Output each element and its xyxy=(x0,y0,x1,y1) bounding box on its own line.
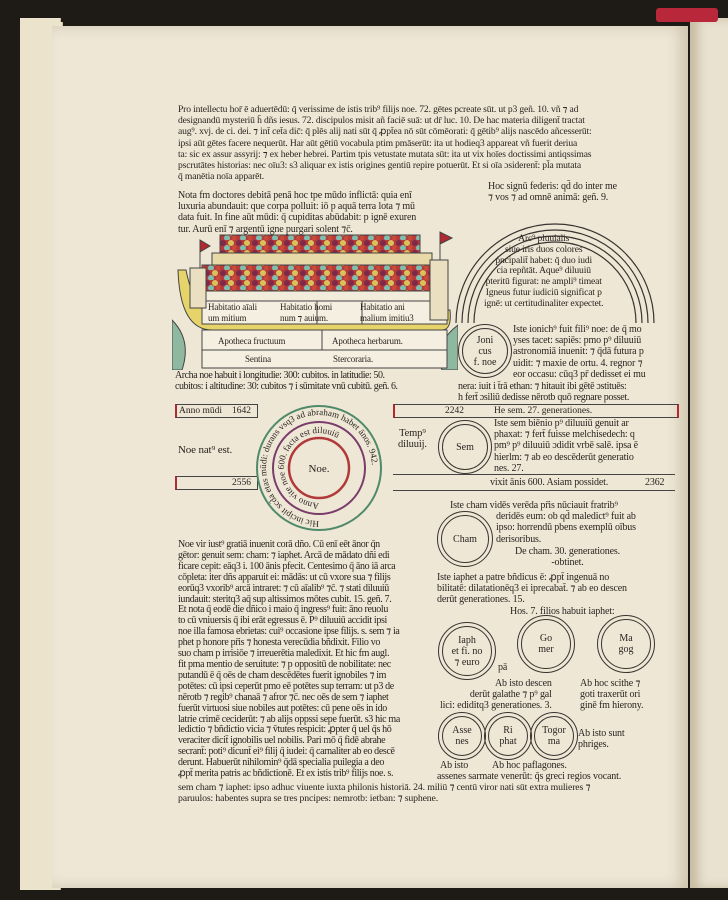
gomer-medallion: Go mer xyxy=(517,615,575,673)
riphat-medallion: Ri phat xyxy=(484,712,532,760)
cham-medallion: Cham xyxy=(437,511,493,567)
ark-dimensions-text: Archa noe habuit i longitudie: 300: cubi… xyxy=(175,370,398,393)
iaphet-text: Iste iaphet a patre bñdicus ē: ꝓpt̄ inge… xyxy=(437,572,627,606)
noahs-ark-illustration xyxy=(172,231,458,370)
noe-paragraph: Noe vir iust⁹ gratiā inuenit corā dño. C… xyxy=(178,539,400,780)
ark-store-herbs: Apotheca herbarum. xyxy=(332,336,403,346)
book-page xyxy=(52,26,688,888)
anno-mundi-box: Anno mūdi 1642 xyxy=(175,404,258,418)
bookmark-ribbon xyxy=(656,8,718,22)
magog-medallion: Ma gog xyxy=(597,615,655,673)
ark-room-humans: Habitatio homi num ⁊ auium. xyxy=(280,302,333,323)
ark-roof-lower xyxy=(201,264,443,292)
assenes-note-cont: assenes sarmate venerūt: q̄s greci regio… xyxy=(437,771,622,782)
riphat-note: Ab hoc paflagones. xyxy=(492,760,567,771)
nota-paragraph: Nota fm doctores debitā penā hoc tpe mūd… xyxy=(178,190,417,235)
second-age-medallion: Hic incipit scd̄a etas mūdi: durans vsq3… xyxy=(256,405,382,531)
ark-windows xyxy=(211,252,433,266)
anno-mundi-label: Anno mūdi xyxy=(179,406,223,416)
ark-tower-left xyxy=(189,267,207,309)
rainbow-arcs xyxy=(455,223,655,323)
gomer-note: Ab isto descen derūt galathe ⁊ p⁹ gal li… xyxy=(440,678,552,712)
intro-paragraph: Pro intellectu hor̄ ē aduertēdū: q̄ veri… xyxy=(178,104,592,183)
ark-roof-upper xyxy=(219,234,421,254)
jonicus-medallion: Joni cus f. noe xyxy=(458,324,512,378)
anno-mundi-year: 1642 xyxy=(232,406,251,416)
ark-room-animals: Habitatio aīali um mitium xyxy=(208,302,257,323)
jonicus-text: Iste ionich⁹ fuit fili⁹ noe: de q̄ mo ys… xyxy=(513,324,646,380)
iaphet-sons-heading: Hos. 7. filios habuit iaphet: xyxy=(510,606,615,617)
rainbow-text: Arc⁹ pluuialis siue iris duos colores ṗn… xyxy=(484,233,604,309)
sem-year: 2362 xyxy=(645,477,665,488)
cham-generations: De cham. 30. generationes. -obtinet. xyxy=(515,546,620,569)
divider xyxy=(393,490,675,491)
flag-left xyxy=(199,239,211,268)
magog-note: Ab hoc scithe ⁊ goti traxerūt ori ginē f… xyxy=(580,678,644,712)
year-box-left: 2556 xyxy=(175,476,258,490)
ark-store-fruit: Apotheca fructuum xyxy=(218,336,286,346)
noe-natus-label: Noe nat⁹ est. xyxy=(178,444,233,456)
ark-sentina: Sentina xyxy=(245,354,271,364)
ark-room-wild: Habitatio ani malium imitiu3 xyxy=(360,302,414,323)
flag-right xyxy=(439,231,454,260)
assenes-medallion: Asse nes xyxy=(438,712,486,760)
cham-text: Iste cham vidēs verēda pr̄is nūciauit fr… xyxy=(450,500,636,545)
medallion-center: Noe. xyxy=(308,463,329,475)
togorma-medallion: Togor ma xyxy=(530,712,578,760)
pa-label: pā xyxy=(498,662,508,673)
sem-medallion: Sem xyxy=(438,420,492,474)
tempus-diluvii: Temp⁹ diluuij. xyxy=(398,428,427,451)
iaphet-medallion: Iaph et fi. no ⁊ euro xyxy=(438,622,496,680)
assenes-note: Ab isto xyxy=(440,760,469,771)
sem-text: Iste sem biēnio p⁹ diluuiū genuit ar pha… xyxy=(494,418,638,474)
sem-vixit: vixit ānis 600. Asiam possidet. xyxy=(490,477,609,488)
ark-stercoraria: Stercoraria. xyxy=(333,354,373,364)
facing-page xyxy=(690,18,728,888)
hoc-signum-note: Hoc signū federis: qd̄ do inter me ⁊ vos… xyxy=(488,181,617,204)
ark-tower-right xyxy=(429,259,449,321)
jonicus-text-cont: nera: iuit i t̄rā ethan: ⁊ hitauit ibi g… xyxy=(458,381,630,404)
divider xyxy=(393,474,675,475)
togorma-note: Ab isto sunt phriges. xyxy=(578,728,625,751)
closing-paragraph: sem cham ⁊ iaphet: ipso adhuc viuente iu… xyxy=(178,782,591,805)
